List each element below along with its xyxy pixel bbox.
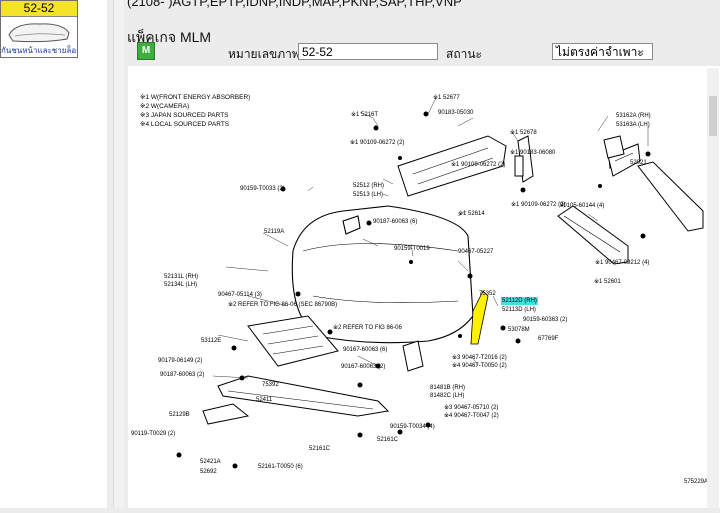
part-label[interactable]: 53162A (RH) [616,113,651,119]
model-codes-line: (2108- )AGTP,EPTP,IDNP,INDP,MAP,PKNP,SAP… [127,0,462,9]
leader-lines [212,97,649,379]
part-label[interactable]: 52513 (LH) [353,192,383,198]
part-label[interactable]: ※4 90467-T0050 (2) [452,362,507,369]
part-label[interactable]: 53078M [508,327,530,333]
part-label[interactable]: ※1 90109-06272 (2) [451,161,505,168]
part-thumbnail-card[interactable]: 52-52 กันชนหน้าและชายล็อกกันชน [0,0,78,58]
part-label[interactable]: 90167-60063 (2) [341,364,385,370]
part-labels: ※1 52677 90183-05030 ※1 5216T ※1 90109-0… [131,94,708,485]
part-label[interactable]: 75352 [479,291,496,297]
part-label[interactable]: 52021 [630,160,647,166]
part-label[interactable]: 52512 (RH) [353,183,384,189]
part-label[interactable]: 90187-60063 (6) [373,219,417,225]
part-label[interactable]: ※1 52678 [510,129,537,136]
part-label[interactable]: 52134L (LH) [164,282,197,288]
part-label[interactable]: 90467-05114 (3) [218,292,262,298]
thumbnail-caption: กันชนหน้าและชายล็อกกันชน [1,46,77,55]
part-label[interactable]: 53163A (LH) [616,122,650,128]
bracket-53162a-drawing [603,135,625,159]
part-label[interactable]: ※1 52601 [594,278,621,285]
left-splitter[interactable] [113,0,124,508]
part-label[interactable]: ※3 90467-T2016 (2) [452,354,507,361]
part-label[interactable]: 90467-05227 [458,249,494,255]
part-label[interactable]: 90187-60063 (2) [160,372,204,378]
diagram-id-label: 575229A [684,479,708,485]
part-label[interactable]: 90183-05030 [438,110,474,116]
reinforcement-bar-drawing [557,205,629,265]
energy-absorber-drawing [397,135,507,197]
part-label[interactable]: ※2 REFER TO FIG 86-06 [333,324,402,331]
part-label[interactable]: 90167-60063 (6) [343,347,387,353]
part-label[interactable]: 52161C [309,446,331,452]
left-thumbnail-column: 52-52 กันชนหน้าและชายล็อกกันชน [0,0,107,508]
image-number-field[interactable]: 52-52 [298,43,438,60]
part-label[interactable]: 52161C [377,437,399,443]
image-number-label: หมายเลขภาพ [228,47,300,61]
part-label[interactable]: 81482C (LH) [430,393,464,399]
legend-item: ※1 W(FRONT ENERGY ABSORBER) [140,94,250,101]
part-label[interactable]: 52421A [200,459,221,465]
part-label[interactable]: 90159-T0034 (4) [390,424,435,430]
part-label[interactable]: ※1 90109-06272 (2) [350,139,404,146]
part-label[interactable]: 90105-60144 (4) [560,203,604,209]
part-label[interactable]: ※3 90467-05710 (2) [444,404,498,411]
part-label[interactable]: 52161-T0050 (6) [258,464,303,470]
parts-diagram-panel: ※1 W(FRONT ENERGY ABSORBER) ※2 W(CAMERA)… [128,66,720,508]
fog-lamp-cover-drawing [402,340,424,372]
part-label[interactable]: 81481B (RH) [430,385,465,391]
lower-spoiler-drawing [217,375,390,417]
part-label[interactable]: ※1 90467-09212 (4) [595,259,649,266]
part-label[interactable]: 90159-T0019 [394,246,430,252]
part-label[interactable]: 90179-06149 (2) [158,358,202,364]
splash-shield-drawing [202,403,250,425]
fastener-symbols [176,111,651,469]
part-label[interactable]: ※1 52677 [433,94,460,101]
parts-diagram[interactable]: ※1 W(FRONT ENERGY ABSORBER) ※2 W(CAMERA)… [128,66,720,508]
package-title: แพ็คเกจ MLM [127,29,212,45]
part-label[interactable]: 52119A [264,229,284,235]
part-label[interactable]: 90159-T0033 (3) [240,186,285,192]
retainer-upper-right-drawing [607,143,641,177]
legend-item: ※4 LOCAL SOURCED PARTS [140,121,230,128]
part-label[interactable]: ※4 90467-T0047 (2) [444,412,499,419]
part-label[interactable]: ※1 90109-06272 (2) [511,201,565,208]
part-label[interactable]: 52692 [200,469,217,475]
part-label[interactable]: 52131L (RH) [164,274,198,280]
part-label[interactable]: ※1 52614 [458,210,485,217]
diagram-vertical-scrollbar[interactable] [707,68,719,508]
plate-52021-drawing [637,161,704,232]
part-label[interactable]: 75392 [262,382,279,388]
part-label[interactable]: 52411 [256,397,273,403]
part-label[interactable]: 90159-60363 (2) [523,317,567,323]
part-label[interactable]: 53112E [201,338,221,344]
part-label[interactable]: 67769F [538,336,559,342]
highlight-label-background [501,297,538,305]
thumbnail-code: 52-52 [1,1,77,17]
bumper-cover-drawing [291,205,474,344]
part-label[interactable]: ※1 90183-06080 [510,149,556,156]
scrollbar-thumb[interactable] [709,96,717,136]
part-label[interactable]: 52129B [169,412,190,418]
legend-item: ※2 W(CAMERA) [140,103,189,110]
status-field[interactable]: ไม่ตรงค่าจำเพาะ [552,43,653,60]
part-label[interactable]: 90119-T0029 (2) [131,431,175,437]
bumper-side-retainer-highlight[interactable] [470,290,489,345]
lower-grille-drawing [247,315,339,367]
legend-item: ※3 JAPAN SOURCED PARTS [140,112,229,119]
bumper-thumbnail-image [8,23,70,43]
part-label[interactable]: 52113D (LH) [502,307,536,313]
mlm-package-icon[interactable]: M [137,42,155,60]
part-label[interactable]: ※2 REFER TO FIG 86-06 (SEC 86790B) [228,301,337,308]
status-label: สถานะ [446,47,482,61]
part-label[interactable]: ※1 5216T [351,111,378,118]
highlighted-part-label[interactable]: 52112D (RH) [502,298,537,304]
